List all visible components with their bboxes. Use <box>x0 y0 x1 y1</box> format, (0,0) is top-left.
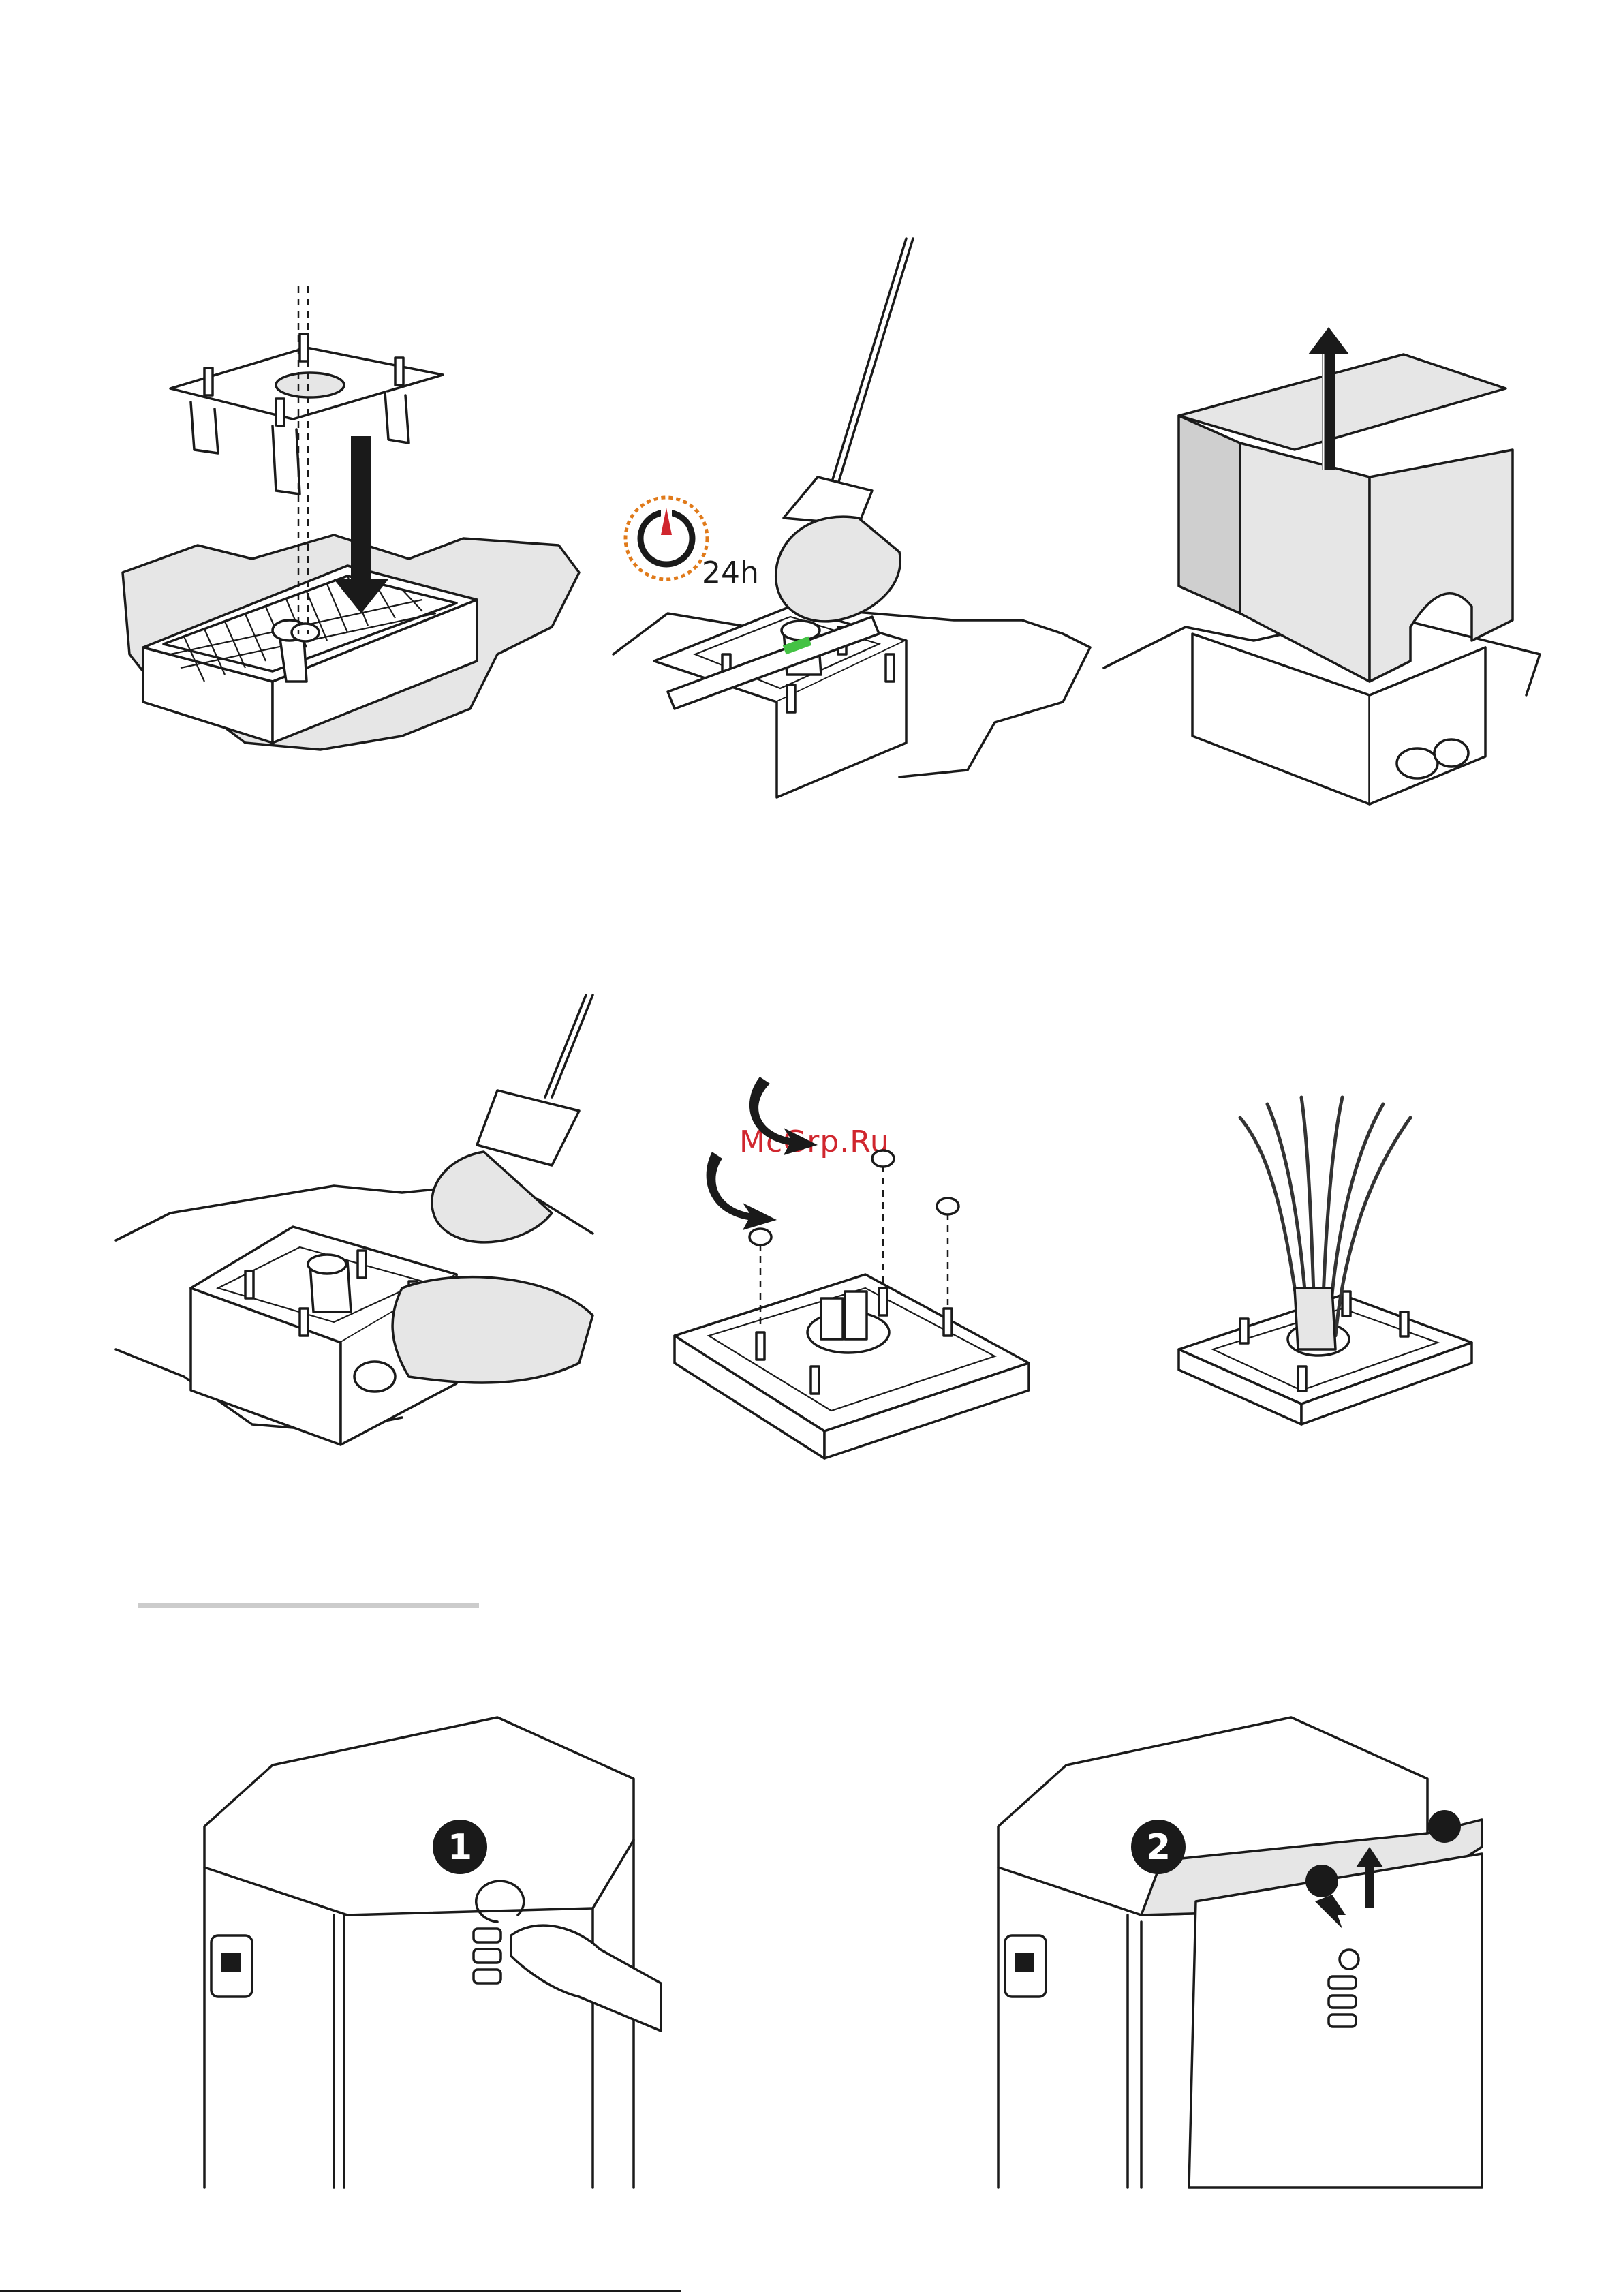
unscrew-nuts-illustration <box>675 1063 1042 1445</box>
timer-label: 24h <box>702 555 759 590</box>
cables-through-plate-illustration <box>1172 1063 1499 1445</box>
level-and-concrete-illustration: 24h <box>613 225 1104 818</box>
step-number-2: 2 <box>1146 1827 1171 1868</box>
open-cover-cabinet-illustration: 2 <box>991 1711 1509 2188</box>
section-divider <box>138 1603 479 1608</box>
anchor-plate-into-cage-illustration <box>116 273 579 791</box>
unlock-key-cabinet-illustration: 1 <box>198 1711 668 2188</box>
stopwatch-icon <box>625 498 707 579</box>
page-bottom-rule <box>0 2290 681 2292</box>
backfill-base-illustration <box>116 995 606 1445</box>
lift-formwork-illustration <box>1104 313 1554 818</box>
step-number-1: 1 <box>448 1827 472 1868</box>
